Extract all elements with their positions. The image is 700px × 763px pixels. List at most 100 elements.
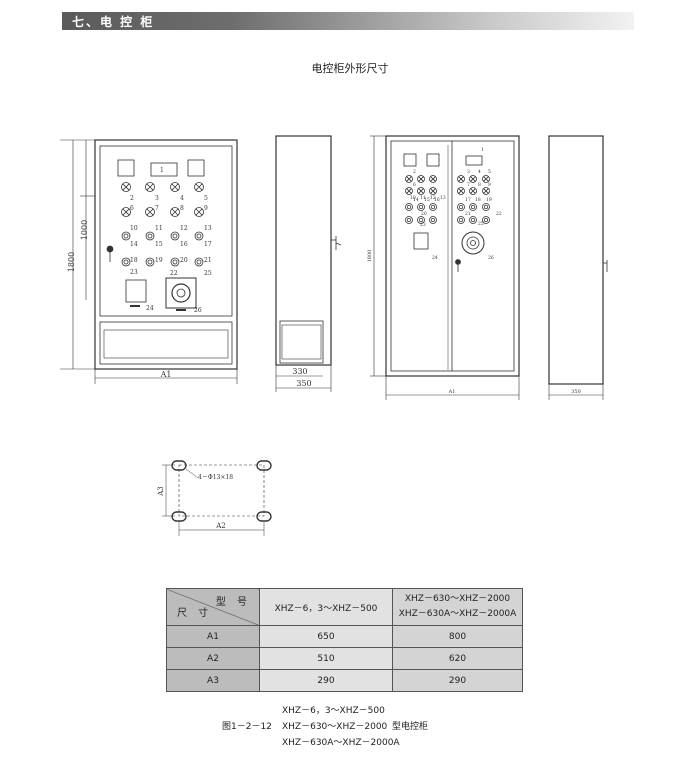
panel-label: 2 <box>413 169 416 175</box>
base-plan <box>162 460 272 536</box>
cell-value: 290 <box>392 669 523 692</box>
rotary-switch <box>482 203 490 211</box>
large-front-dimensions <box>370 135 520 400</box>
front-view-large-cabinet <box>385 135 520 377</box>
panel-label: 14 <box>413 197 419 203</box>
panel-label: 11 <box>155 225 163 232</box>
caption-figure-no: 图1－2－12 <box>222 722 272 732</box>
caption-line3: XHZ－630A～XHZ－2000A <box>282 738 400 748</box>
panel-label: 24 <box>432 255 438 261</box>
rotary-switch <box>194 231 204 241</box>
rotary-switch <box>121 231 131 241</box>
cell-value: 620 <box>392 647 523 670</box>
row-label: A1 <box>166 625 260 648</box>
lamp-cross <box>483 176 489 182</box>
panel-label: 10 <box>410 195 416 201</box>
rotary-switch-inner <box>123 259 129 265</box>
rotary-switch <box>457 216 465 224</box>
panel-label: 3 <box>467 169 470 175</box>
indicator-lamp <box>170 207 180 217</box>
spec-table: 型 号 尺 寸 XHZ－6，3～XHZ－500 XHZ－630～XHZ－2000… <box>166 588 523 692</box>
indicator-lamp <box>121 207 131 217</box>
rotary-switch-inner <box>483 204 489 210</box>
panel-label: 1 <box>481 147 484 153</box>
side-dimensions <box>275 365 332 392</box>
panel-label: 26 <box>194 307 202 314</box>
lamp-cross <box>458 176 464 182</box>
rotary-switch-inner <box>430 204 436 210</box>
dim-330: 330 <box>292 367 307 376</box>
dim-350-right: 350 <box>571 389 581 395</box>
lamp-cross <box>418 188 424 194</box>
lamp-cross <box>171 183 179 191</box>
panel-label: 22 <box>170 270 178 277</box>
rotary-switch-inner <box>147 233 153 239</box>
rotary-switch-inner <box>123 233 129 239</box>
panel-label: 21 <box>204 257 212 264</box>
indicator-lamp <box>417 187 425 195</box>
panel-label: 25 <box>204 270 212 277</box>
lamp-cross <box>171 208 179 216</box>
indicator-lamp <box>194 182 204 192</box>
indicator-lamp <box>145 207 155 217</box>
rotary-switch <box>417 203 425 211</box>
panel-label: 17 <box>465 197 471 203</box>
dim-350: 350 <box>296 379 311 388</box>
panel-label: 6 <box>130 205 134 212</box>
rotary-switch <box>145 231 155 241</box>
panel-label: 19 <box>486 197 492 203</box>
cell-value: 510 <box>259 647 393 670</box>
rotary-switch <box>469 216 477 224</box>
panel-label: 22 <box>496 211 502 217</box>
rotary-switch-inner <box>172 259 178 265</box>
lamp-cross <box>430 188 436 194</box>
panel-label: 12 <box>430 195 436 201</box>
rotary-switch <box>194 257 204 267</box>
rotary-switch <box>145 257 155 267</box>
rotary-switch <box>429 216 437 224</box>
rotary-switch-inner <box>470 217 476 223</box>
rotary-switch-inner <box>470 204 476 210</box>
lamp-cross <box>195 208 203 216</box>
panel-label: 15 <box>424 197 430 203</box>
side-view-large-cabinet <box>548 135 608 385</box>
rotary-switch-inner <box>406 217 412 223</box>
rotary-switch-inner <box>430 217 436 223</box>
table-row: A3 290 290 <box>166 669 523 692</box>
rotary-switch <box>429 203 437 211</box>
panel-label: 4 <box>180 195 184 202</box>
panel-label: 25 <box>478 221 484 227</box>
caption-suffix: 型电控柜 <box>392 722 429 732</box>
panel-label: 13 <box>440 195 446 201</box>
panel-label: 5 <box>488 169 491 175</box>
lamp-cross <box>146 183 154 191</box>
rotary-switch <box>121 257 131 267</box>
panel-label: 26 <box>488 255 494 261</box>
panel-label: 19 <box>155 257 163 264</box>
rotary-switch-inner <box>406 204 412 210</box>
header-model: 型 号 <box>215 597 251 608</box>
panel-label: 9 <box>204 205 208 212</box>
table-corner-header: 型 号 尺 寸 <box>166 588 260 626</box>
indicator-lamp <box>405 175 413 183</box>
section-title: 七、电 控 柜 <box>72 15 155 29</box>
lamp-cross <box>458 188 464 194</box>
header-size: 尺 寸 <box>177 608 213 619</box>
dim-1000-front: 1000 <box>80 220 89 240</box>
rotary-switch <box>469 203 477 211</box>
cell-value: 650 <box>259 625 393 648</box>
indicator-lamp <box>482 187 490 195</box>
lamp-cross <box>122 183 130 191</box>
dim-a3: A3 <box>157 486 165 497</box>
panel-label: 10 <box>130 225 138 232</box>
lamp-cross <box>430 176 436 182</box>
indicator-lamp <box>429 187 437 195</box>
panel-label: 5 <box>204 195 208 202</box>
indicator-lamp <box>482 175 490 183</box>
panel-label: 16 <box>434 197 440 203</box>
lamp-cross <box>470 188 476 194</box>
panel-label: 4 <box>478 169 481 175</box>
table-row: A2 510 620 <box>166 647 523 670</box>
indicator-lamp <box>457 175 465 183</box>
